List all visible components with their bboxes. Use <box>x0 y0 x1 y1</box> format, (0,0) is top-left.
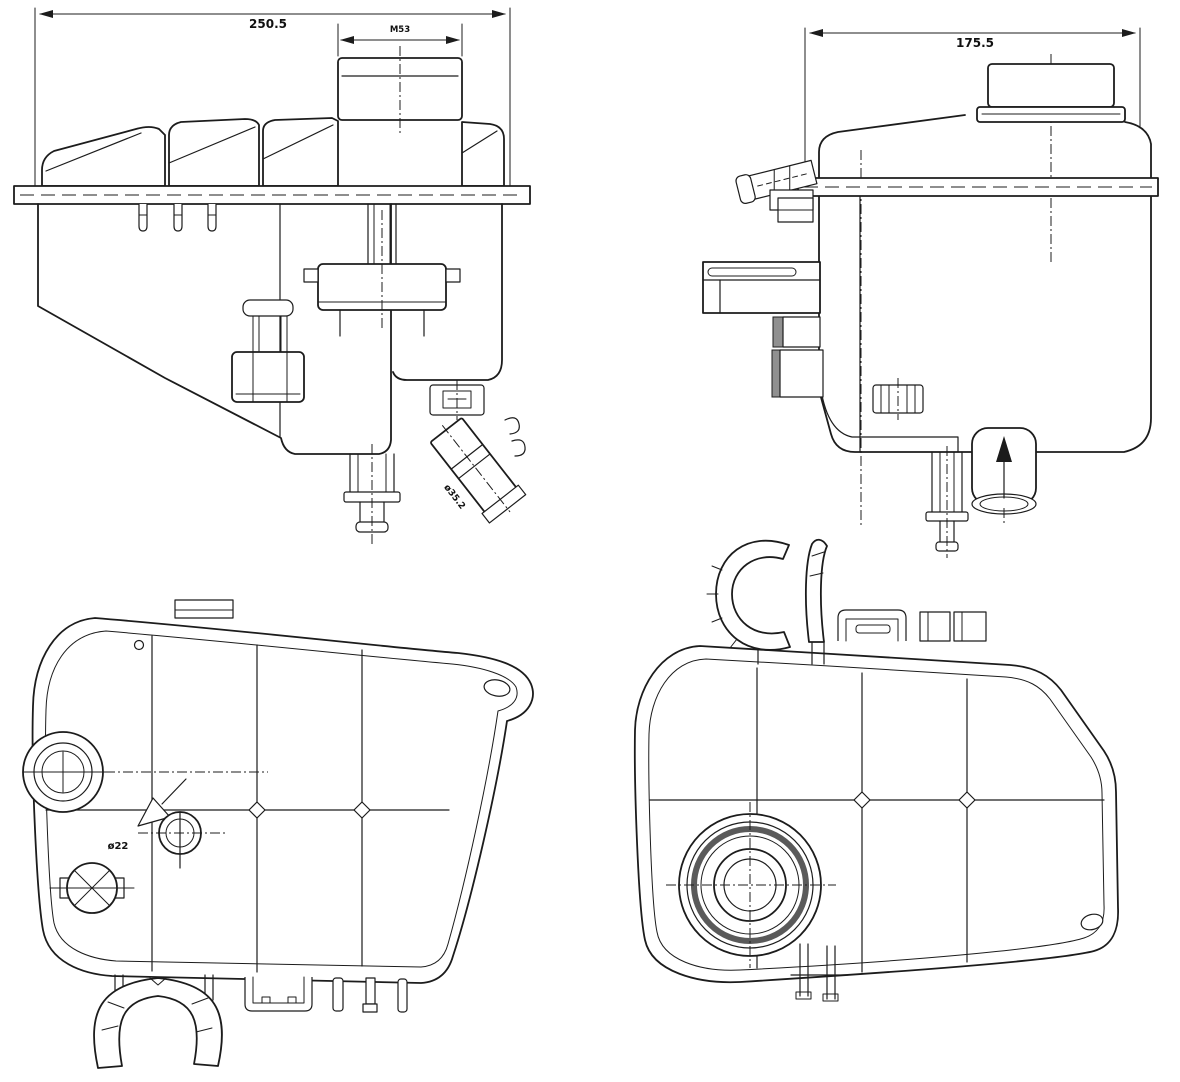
filler-neck-internal <box>303 203 461 337</box>
filler-cap <box>976 63 1126 123</box>
dimension-label: 250.5 <box>249 17 287 31</box>
dimension-overall-width: 250.5 <box>34 7 511 193</box>
mounting-hole <box>1080 913 1104 931</box>
side-hose-port <box>22 731 268 813</box>
grid-diamond <box>248 801 266 819</box>
tank-top-lobes <box>41 117 505 187</box>
top-tab <box>174 599 234 619</box>
mounting-flange <box>13 185 531 205</box>
hose-clip <box>706 538 828 665</box>
dimension-label: M53 <box>390 25 410 35</box>
dimension-label: ø35.2 <box>441 483 466 512</box>
bleed-fitting <box>790 943 849 1002</box>
filler-cap <box>337 46 463 136</box>
tank-outline <box>31 617 534 984</box>
top-brackets <box>837 609 987 642</box>
angled-hose-outlet: ø35.2 <box>430 417 527 524</box>
retaining-hooks <box>504 417 526 457</box>
lower-clamp <box>872 378 924 420</box>
view-plan-bottom <box>633 538 1119 1002</box>
dimension-cap-thread: M53 <box>337 23 463 57</box>
view-side-elevation: 175.5 <box>702 27 1159 558</box>
view-front-elevation: 250.5 M53 <box>13 7 531 546</box>
drain-pipe <box>925 446 969 558</box>
level-sensor-boss <box>231 299 305 403</box>
tank-outline <box>633 645 1119 984</box>
tank-body-outline <box>818 114 1152 453</box>
vent-boss <box>138 811 226 869</box>
tank-body-outline <box>37 203 503 455</box>
dimension-overall-depth: 175.5 <box>804 27 1141 181</box>
grid-diamond <box>353 801 371 819</box>
dimension-label: ø22 <box>108 841 129 852</box>
pin-hole <box>133 639 145 651</box>
vent-nipple <box>735 159 818 204</box>
centerline <box>441 424 511 513</box>
mounting-studs <box>138 204 217 232</box>
pocket-grid <box>45 635 450 973</box>
crossed-port-fitting <box>49 862 135 914</box>
retaining-bracket <box>429 380 485 420</box>
dimension-label: 175.5 <box>956 36 994 50</box>
grid-diamond <box>853 791 871 809</box>
outlet-elbow <box>971 427 1037 524</box>
view-plan-top: ø22 <box>22 599 534 1069</box>
inner-chamber-wall <box>820 389 959 453</box>
mounting-hole <box>483 679 511 697</box>
upper-bracket <box>769 189 814 223</box>
bottom-outlet <box>343 444 401 546</box>
flow-direction-arrow <box>137 778 187 827</box>
flow-arrow-head <box>996 436 1012 462</box>
hose-clip <box>93 977 223 1069</box>
grid-diamond <box>958 791 976 809</box>
bottom-bracket <box>244 976 408 1013</box>
side-mounting-bracket <box>702 261 824 398</box>
mounting-flange <box>797 177 1159 197</box>
filler-opening <box>666 802 836 968</box>
